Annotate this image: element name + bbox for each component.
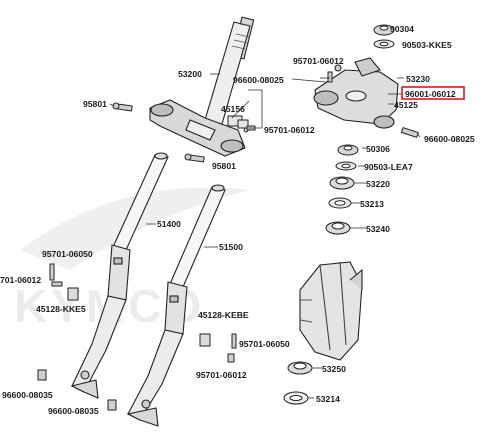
label-90304: 90304 — [390, 24, 414, 34]
label-51400: 51400 — [157, 219, 181, 229]
label-53220: 53220 — [366, 179, 390, 189]
highlight-96001-06012 — [401, 86, 465, 100]
label-51500: 51500 — [219, 242, 243, 252]
bearing-race-53240 — [325, 221, 351, 235]
label-53230: 53230 — [406, 74, 430, 84]
label-95801-left: 95801 — [83, 99, 107, 109]
part-labels: 90304 90503-KKE5 95701-06012 53200 96600… — [0, 24, 475, 416]
label-90503-kke5: 90503-KKE5 — [402, 40, 452, 50]
label-53214: 53214 — [316, 394, 340, 404]
label-45156: 45156 — [221, 104, 245, 114]
nut-50306 — [337, 144, 359, 156]
label-45125: 45125 — [394, 100, 418, 110]
label-95701-bottom: 95701-06012 — [196, 370, 247, 380]
hose-guide-45128-kebe — [199, 333, 211, 347]
label-95701-06050-left: 95701-06050 — [42, 249, 93, 259]
label-95701-06012-left: 701-06012 — [0, 275, 41, 285]
bolt-96600-08035-b — [107, 399, 117, 411]
bolt-96600-mid — [400, 126, 419, 138]
label-53240: 53240 — [366, 224, 390, 234]
nut-90304 — [373, 24, 395, 36]
label-50306: 50306 — [366, 144, 390, 154]
label-95701-top: 95701-06012 — [293, 56, 344, 66]
bolt-96600-08035-a — [37, 369, 47, 381]
label-90503-lea7: 90503-LEA7 — [364, 162, 413, 172]
label-95701-mid: 95701-06012 — [264, 125, 315, 135]
bearing-race-53220 — [329, 176, 355, 190]
steering-stem — [204, 16, 255, 125]
hose-guide-45128-kke5 — [67, 287, 79, 301]
bolt-95801-left — [112, 102, 133, 112]
label-96600-08035-a: 96600-08035 — [2, 390, 53, 400]
label-96001-06012: 96001-06012 — [405, 89, 456, 99]
bearing-race-53250 — [287, 361, 313, 375]
lower-triple-clamp — [149, 99, 246, 157]
bolt-95701-06012-bottom — [227, 353, 235, 363]
label-96600-mid: 96600-08025 — [424, 134, 475, 144]
leader-lines — [109, 73, 421, 399]
washer-90503-kke5 — [373, 39, 395, 49]
bolt-95701-06050-mid — [231, 333, 237, 349]
label-53213: 53213 — [360, 199, 384, 209]
bolt-95701-06050-left — [49, 263, 55, 281]
fork-tube-51400 — [70, 152, 169, 399]
label-95801-mid: 95801 — [212, 161, 236, 171]
label-53200: 53200 — [178, 69, 202, 79]
label-53250: 53250 — [322, 364, 346, 374]
bolt-95801-mid — [184, 153, 205, 163]
bolt-96600-top — [327, 71, 333, 83]
upper-triple-clamp — [313, 57, 399, 129]
label-45128-kke5: 45128-KKE5 — [36, 304, 86, 314]
frame-head-tube — [299, 261, 363, 361]
label-96600-top: 96600-08025 — [233, 75, 284, 85]
bearing-53214 — [283, 391, 309, 405]
label-45128-kebe: 45128-KEBE — [198, 310, 249, 320]
washer-90503-lea7 — [335, 161, 357, 171]
label-95701-06050-mid: 95701-06050 — [239, 339, 290, 349]
label-96600-08035-b: 96600-08035 — [48, 406, 99, 416]
fork-tube-51500 — [126, 184, 226, 427]
bolt-95701-06012-left — [51, 281, 63, 287]
bearing-53213 — [328, 197, 352, 209]
